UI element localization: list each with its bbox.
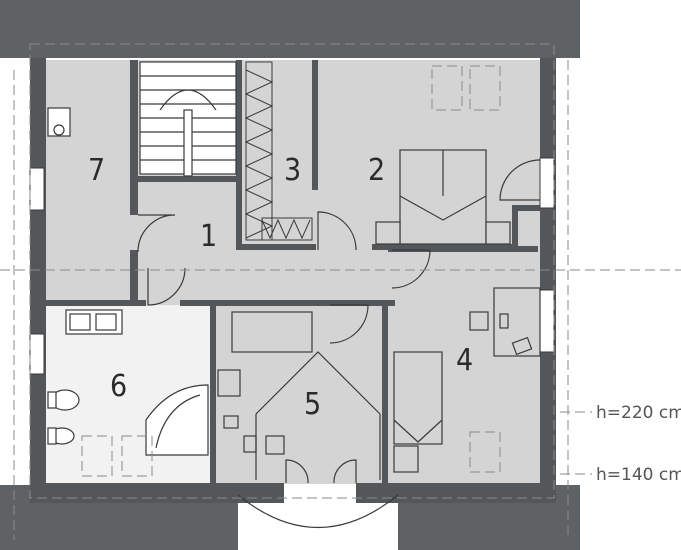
room-4-items [469, 311, 533, 356]
room-number-5: 5 [304, 387, 321, 422]
wardrobe [244, 61, 313, 241]
height-label-upper: h=220 cm [596, 403, 681, 423]
room-number-4: 4 [456, 343, 473, 378]
bed-room-2 [375, 149, 511, 245]
room-number-7: 7 [88, 153, 105, 188]
bathroom-fixtures [47, 309, 209, 456]
roof-top [0, 0, 580, 58]
height-label-lower: h=140 cm [596, 465, 681, 485]
floors [30, 60, 555, 484]
room-5-items [217, 311, 381, 480]
doors [137, 159, 541, 529]
room-number-2: 2 [368, 153, 385, 188]
room-number-6: 6 [110, 369, 127, 404]
interior-walls [44, 60, 542, 485]
room-7-fixture [47, 107, 71, 137]
bed-room-4 [393, 287, 541, 473]
dashed-lines [0, 43, 681, 540]
room-number-1: 1 [200, 219, 217, 254]
staircase [139, 61, 237, 177]
room-number-3: 3 [284, 153, 301, 188]
room-numbers: 1 2 3 4 5 6 7 [88, 153, 473, 422]
